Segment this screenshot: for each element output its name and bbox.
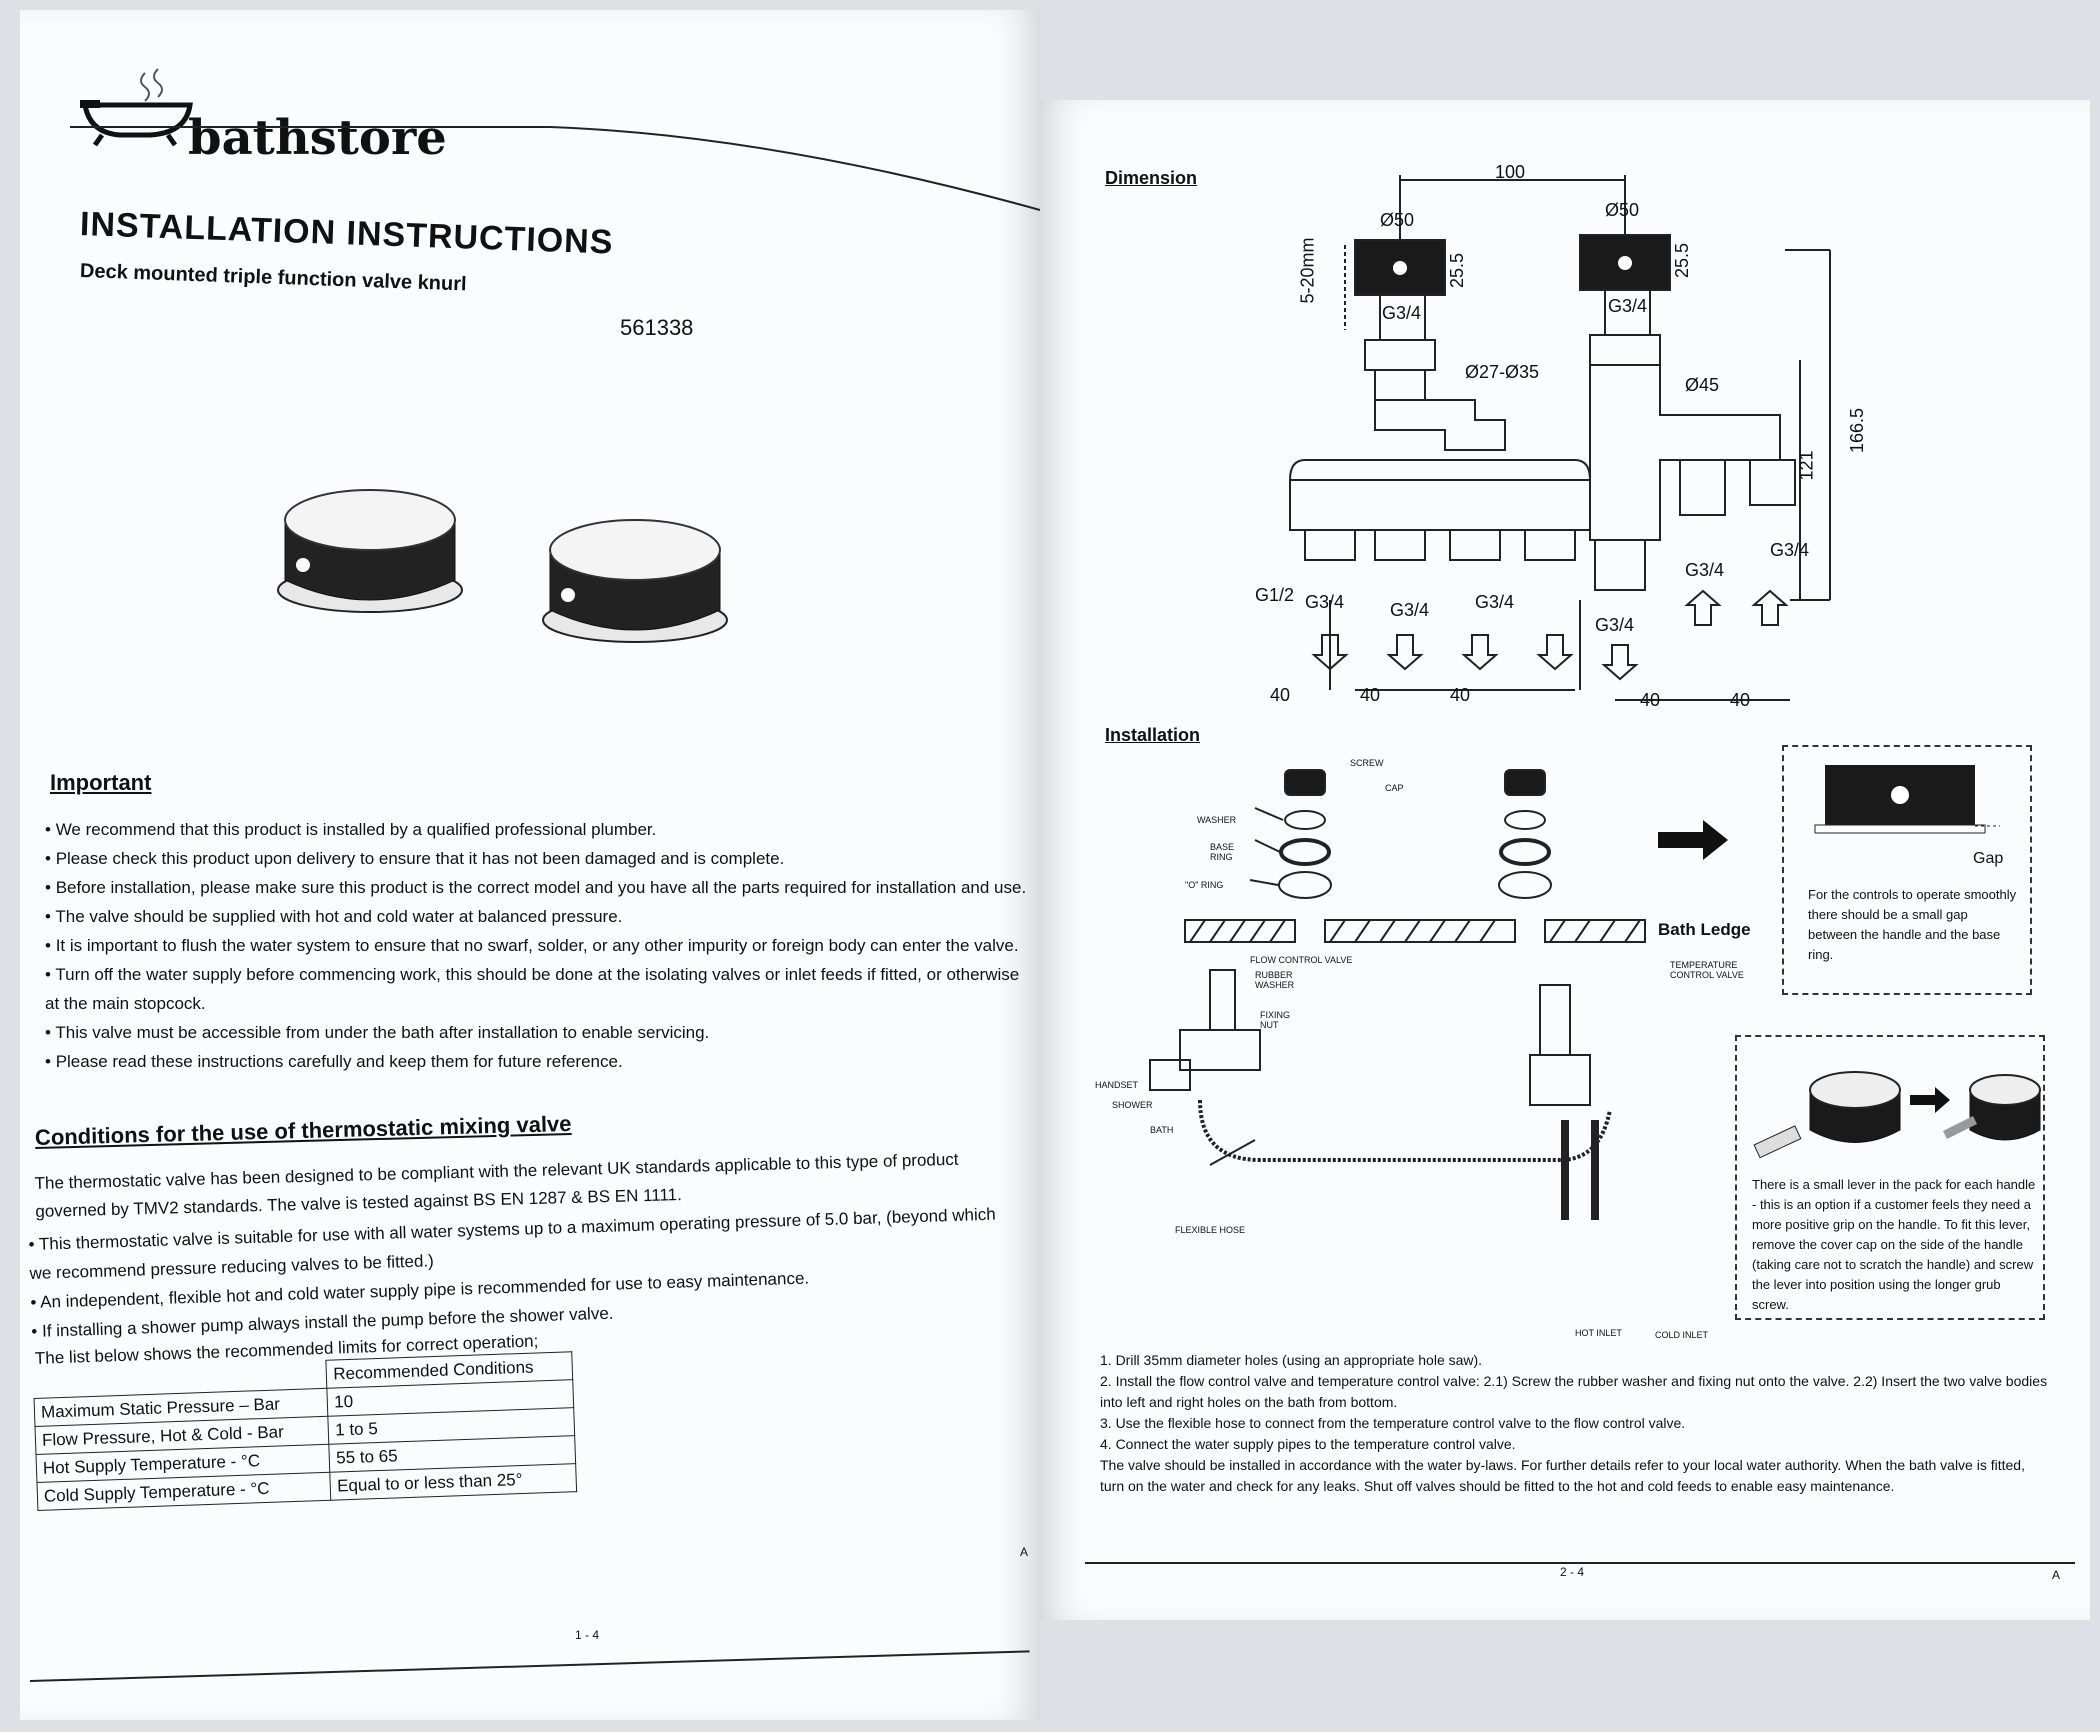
left-page: bathstore INSTALLATION INSTRUCTIONS Deck… bbox=[20, 10, 1040, 1720]
list-item: Please check this product upon delivery … bbox=[45, 844, 1035, 873]
header-rule bbox=[70, 126, 1040, 211]
list-item: 3. Use the flexible hose to connect from… bbox=[1100, 1415, 1686, 1431]
knurled-handle-image bbox=[277, 489, 463, 613]
installation-drawing bbox=[1149, 769, 1646, 1220]
handle-gap-image bbox=[1814, 765, 2000, 834]
gap-note-box bbox=[1782, 745, 2032, 995]
list-item: 1. Drill 35mm diameter holes (using an a… bbox=[1100, 1352, 1483, 1368]
lever-note-box bbox=[1735, 1035, 2045, 1320]
list-item: The valve should be supplied with hot an… bbox=[45, 902, 1035, 931]
bathtub-icon bbox=[80, 68, 193, 147]
brand-logo: bathstore bbox=[80, 55, 480, 166]
corner-letter: A bbox=[2052, 1568, 2061, 1582]
page-number: 1 - 4 bbox=[575, 1628, 600, 1642]
installation-steps: 1. Drill 35mm diameter holes (using an a… bbox=[1100, 1350, 2050, 1497]
list-item: The valve should be installed in accorda… bbox=[1100, 1457, 2025, 1494]
conditions-heading: Conditions for the use of thermostatic m… bbox=[34, 1110, 572, 1150]
list-item: We recommend that this product is instal… bbox=[45, 815, 1035, 844]
right-page: Dimension bbox=[1040, 100, 2090, 1620]
bath-ledge-label: Bath Ledge bbox=[1658, 920, 1751, 939]
lever-fitting-image bbox=[1753, 1071, 2041, 1159]
list-item: This valve must be accessible from under… bbox=[45, 1018, 1035, 1047]
list-item: Before installation, please make sure th… bbox=[45, 873, 1035, 902]
product-subtitle: Deck mounted triple function valve knurl bbox=[79, 260, 467, 296]
recommended-limits-table: Recommended Conditions Maximum Static Pr… bbox=[33, 1351, 578, 1511]
dimension-drawing bbox=[1289, 175, 1831, 701]
arrow-right-icon bbox=[1658, 820, 1728, 860]
list-item: Please read these instructions carefully… bbox=[45, 1047, 1035, 1076]
corner-letter: A bbox=[1020, 1545, 1029, 1559]
footer-rule bbox=[1085, 1562, 2075, 1564]
lever-note: There is a small lever in the pack for e… bbox=[1752, 1177, 2036, 1312]
gap-note: For the controls to operate smoothly the… bbox=[1808, 887, 2017, 962]
list-item: 4. Connect the water supply pipes to the… bbox=[1100, 1436, 1516, 1452]
dimension-heading: Dimension bbox=[1105, 168, 1198, 188]
knurled-handle-image bbox=[542, 519, 728, 643]
footer-rule bbox=[29, 1650, 1030, 1682]
list-item: 2. Install the flow control valve and te… bbox=[1100, 1373, 2048, 1410]
page-number: 2 - 4 bbox=[1560, 1565, 1585, 1579]
installation-heading: Installation bbox=[1105, 725, 1201, 745]
important-heading: Important bbox=[50, 770, 152, 795]
important-list: We recommend that this product is instal… bbox=[45, 815, 1035, 1076]
list-item: It is important to flush the water syste… bbox=[45, 931, 1035, 960]
gap-label: Gap bbox=[1973, 850, 2004, 867]
brand-name: bathstore bbox=[188, 110, 447, 166]
product-code: 561338 bbox=[620, 315, 694, 340]
list-item: Turn off the water supply before commenc… bbox=[45, 960, 1035, 1018]
